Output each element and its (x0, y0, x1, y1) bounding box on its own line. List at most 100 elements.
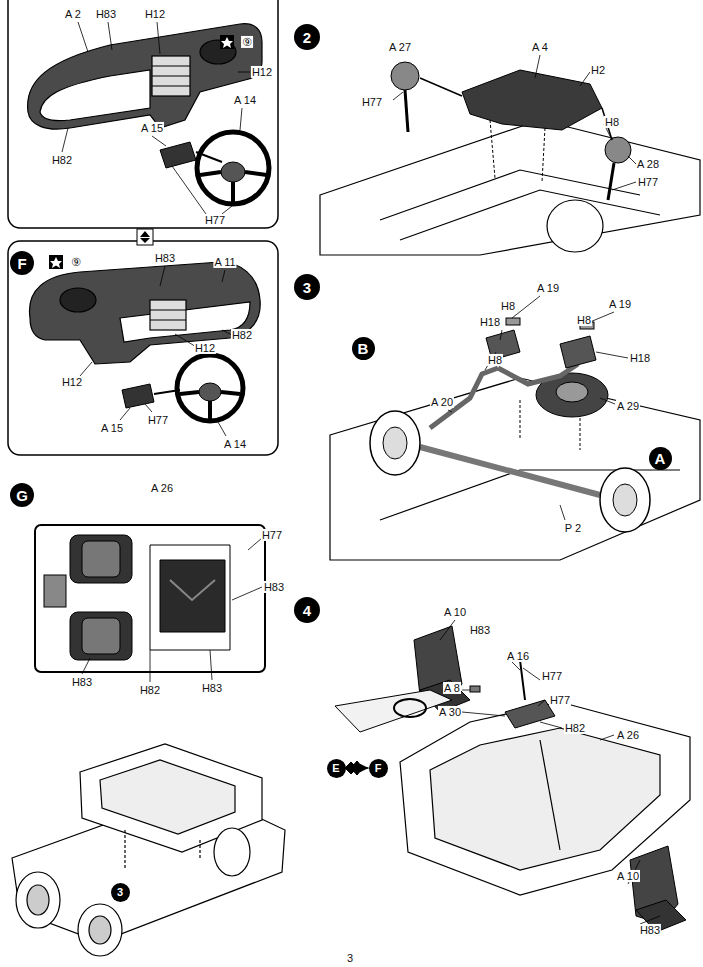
steering-wheel (208, 401, 212, 420)
leader-line (108, 22, 112, 50)
steering-wheel (180, 392, 199, 394)
axle-and-wheels (613, 484, 637, 516)
part-label: H77 (147, 414, 169, 426)
leader-line (440, 620, 455, 640)
axle-and-wheels (580, 418, 581, 450)
step-number: F (375, 763, 382, 774)
interior-top-view (70, 535, 132, 583)
part-label: A 2 (64, 8, 82, 20)
paint-icon (50, 257, 62, 268)
leader-line (145, 404, 152, 412)
console-part (335, 660, 555, 775)
leader-line (462, 712, 505, 716)
axle-and-wheels (370, 400, 650, 532)
part-label: H77 (637, 176, 659, 188)
leader-line (222, 206, 232, 214)
suspension-part (391, 62, 631, 200)
interior-tub (430, 728, 660, 870)
leader-line (78, 22, 88, 52)
part-label: H8 (604, 116, 620, 128)
leader-line (210, 650, 212, 680)
part-label: P 2 (564, 522, 582, 534)
step-number: E (332, 763, 339, 774)
leader-line (560, 505, 565, 520)
part-label: H82 (231, 329, 253, 341)
part-label: H83 (95, 8, 117, 20)
console-part (520, 660, 525, 700)
leader-line (238, 72, 250, 73)
steering-wheel (231, 182, 235, 203)
dashboard-part (152, 65, 190, 66)
leader-line (628, 156, 636, 164)
dashboard-part (152, 56, 190, 96)
part-label: ⑨ (70, 256, 82, 268)
leader-line (512, 296, 540, 318)
axle-and-wheels (600, 468, 650, 532)
leader-line (393, 92, 403, 100)
leader-line (640, 916, 660, 924)
leader-line (512, 662, 520, 670)
step-circle: F (10, 251, 34, 275)
paint-icon (221, 37, 233, 48)
interior-top-view (82, 618, 120, 654)
steering-column (122, 384, 180, 408)
dashboard-part (29, 262, 260, 364)
dashboard-part (28, 24, 262, 129)
leader-line (600, 398, 615, 404)
step-circle: B (352, 337, 375, 360)
step-number: A (655, 451, 666, 466)
alternative-icon (137, 229, 153, 245)
part-label: A 10 (443, 606, 467, 618)
part-label: H12 (251, 66, 273, 78)
part-label: H8 (487, 354, 503, 366)
leader-line (80, 362, 92, 376)
part-label: H18 (479, 316, 501, 328)
chassis-floor (400, 190, 660, 240)
leader-line (152, 136, 166, 146)
chassis-assembly (16, 872, 60, 928)
steering-wheel (197, 132, 269, 204)
leader-line (612, 182, 636, 190)
steering-wheel (199, 383, 221, 401)
step-circle: 3 (294, 274, 320, 300)
exhaust-part (560, 336, 596, 368)
suspension-part (605, 137, 631, 163)
chassis-floor (330, 378, 700, 560)
dashboard-part (40, 70, 150, 121)
step-circle: 4 (294, 597, 320, 623)
panel-frame (8, 0, 278, 228)
console-part (335, 690, 452, 732)
leader-line (600, 735, 614, 740)
leader-line (150, 650, 151, 682)
exhaust-part (430, 364, 578, 428)
step-circle: 2 (294, 24, 320, 50)
dashboard-part (152, 85, 190, 86)
leader-line (157, 22, 160, 54)
step-circle: E (327, 759, 346, 778)
leader-line (172, 166, 206, 214)
suspension-part (405, 90, 408, 132)
part-label: A 15 (100, 422, 124, 434)
steering-column (160, 142, 222, 168)
steering-column (122, 384, 154, 408)
chassis-assembly (124, 830, 125, 870)
part-label: H12 (61, 376, 83, 388)
dashboard-part (60, 288, 96, 312)
part-label: A 14 (223, 438, 247, 450)
part-label: H83 (71, 676, 93, 688)
exhaust-part (506, 318, 520, 325)
steering-wheel (197, 132, 269, 204)
axle-and-wheels (420, 447, 600, 495)
part-label: A 26 (150, 482, 174, 494)
leader-line (62, 128, 68, 152)
part-label: A 20 (430, 396, 454, 408)
paint-icon (220, 35, 234, 49)
part-label: A 11 (213, 256, 236, 268)
page-number: 3 (346, 952, 354, 964)
part-label: H82 (564, 722, 586, 734)
part-label: A 10 (616, 870, 640, 882)
chassis-assembly (12, 744, 285, 956)
part-label: H83 (201, 682, 223, 694)
